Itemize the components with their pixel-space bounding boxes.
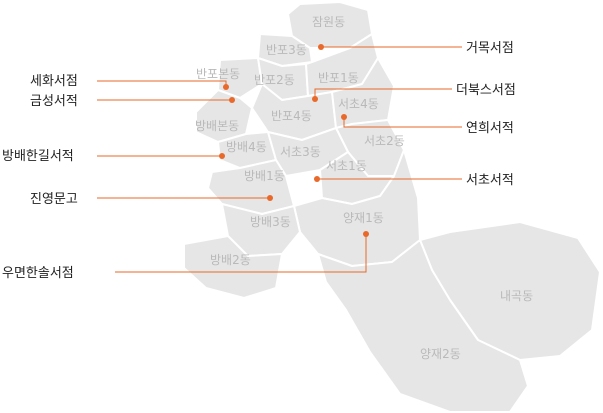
location-pin-icon <box>267 195 273 201</box>
leader-line <box>343 117 462 128</box>
location-pin-icon <box>314 176 320 182</box>
store-label-geomok[interactable]: 거목서점 <box>466 41 514 56</box>
region-banpobon[interactable] <box>217 57 263 99</box>
store-label-jinyeong[interactable]: 진영문고 <box>30 192 78 207</box>
store-label-bangbaehangil[interactable]: 방배한길서적 <box>2 149 74 164</box>
district-label-banpobon: 반포본동 <box>196 67 240 81</box>
store-marker-geomok[interactable]: 거목서점 <box>318 41 514 56</box>
location-pin-icon <box>318 44 324 50</box>
region-bangbae2[interactable] <box>183 235 283 299</box>
district-labels: 잠원동 반포3동 반포본동 반포2동 반포1동 반포4동 서초4동 방배본동 서… <box>195 15 533 361</box>
district-label-bangbae3: 방배3동 <box>250 215 291 229</box>
district-label-seocho3: 서초3동 <box>280 145 321 159</box>
district-label-bangbaebon: 방배본동 <box>195 119 239 133</box>
store-label-geumseong[interactable]: 금성서적 <box>30 94 78 109</box>
location-pin-icon <box>363 231 369 237</box>
district-label-seocho4: 서초4동 <box>338 97 379 111</box>
district-regions <box>183 1 601 413</box>
district-label-bangbae4: 방배4동 <box>226 140 267 154</box>
district-label-seocho1: 서초1동 <box>326 159 367 173</box>
leader-line <box>314 88 452 99</box>
store-label-seocho[interactable]: 서초서적 <box>466 173 514 188</box>
store-marker-yeonhui[interactable]: 연희서적 <box>341 114 514 136</box>
district-label-yangjae2: 양재2동 <box>420 347 461 361</box>
district-label-bangbae2: 방배2동 <box>210 253 251 267</box>
store-label-deobooks[interactable]: 더북스서점 <box>456 83 516 98</box>
location-pin-icon <box>223 84 229 90</box>
store-label-umyeonhansol[interactable]: 우면한솔서점 <box>2 266 74 281</box>
store-marker-jinyeong[interactable]: 진영문고 <box>30 192 273 207</box>
store-marker-sehwa[interactable]: 세화서점 <box>30 74 229 90</box>
district-label-yangjae1: 양재1동 <box>343 211 384 225</box>
district-label-banpo3: 반포3동 <box>266 43 307 57</box>
store-marker-deobooks[interactable]: 더북스서점 <box>312 83 516 102</box>
region-bangbaebon[interactable] <box>195 89 253 143</box>
location-pin-icon <box>341 114 347 120</box>
district-label-naegok: 내곡동 <box>500 289 533 303</box>
district-label-seocho2: 서초2동 <box>364 134 405 148</box>
store-markers: 거목서점 세화서점 금성서적 더북스서점 연희서적 방배한길서적 <box>2 41 516 281</box>
leader-line <box>115 234 367 273</box>
district-label-bangbae1: 방배1동 <box>244 169 285 183</box>
store-label-yeonhui[interactable]: 연희서적 <box>466 121 514 136</box>
district-label-banpo2: 반포2동 <box>254 73 295 87</box>
store-marker-geumseong[interactable]: 금성서적 <box>30 94 235 109</box>
location-pin-icon <box>312 96 318 102</box>
region-yangjae2[interactable] <box>317 239 529 413</box>
store-marker-bangbaehangil[interactable]: 방배한길서적 <box>2 149 225 164</box>
district-label-banpo1: 반포1동 <box>318 71 359 85</box>
store-marker-umyeonhansol[interactable]: 우면한솔서점 <box>2 231 369 281</box>
location-pin-icon <box>229 97 235 103</box>
leader-line <box>97 80 227 87</box>
district-label-jamwon: 잠원동 <box>312 15 345 29</box>
store-marker-seocho[interactable]: 서초서적 <box>314 173 514 188</box>
location-pin-icon <box>219 153 225 159</box>
district-label-banpo4: 반포4동 <box>271 109 312 123</box>
store-label-sehwa[interactable]: 세화서점 <box>30 74 78 89</box>
